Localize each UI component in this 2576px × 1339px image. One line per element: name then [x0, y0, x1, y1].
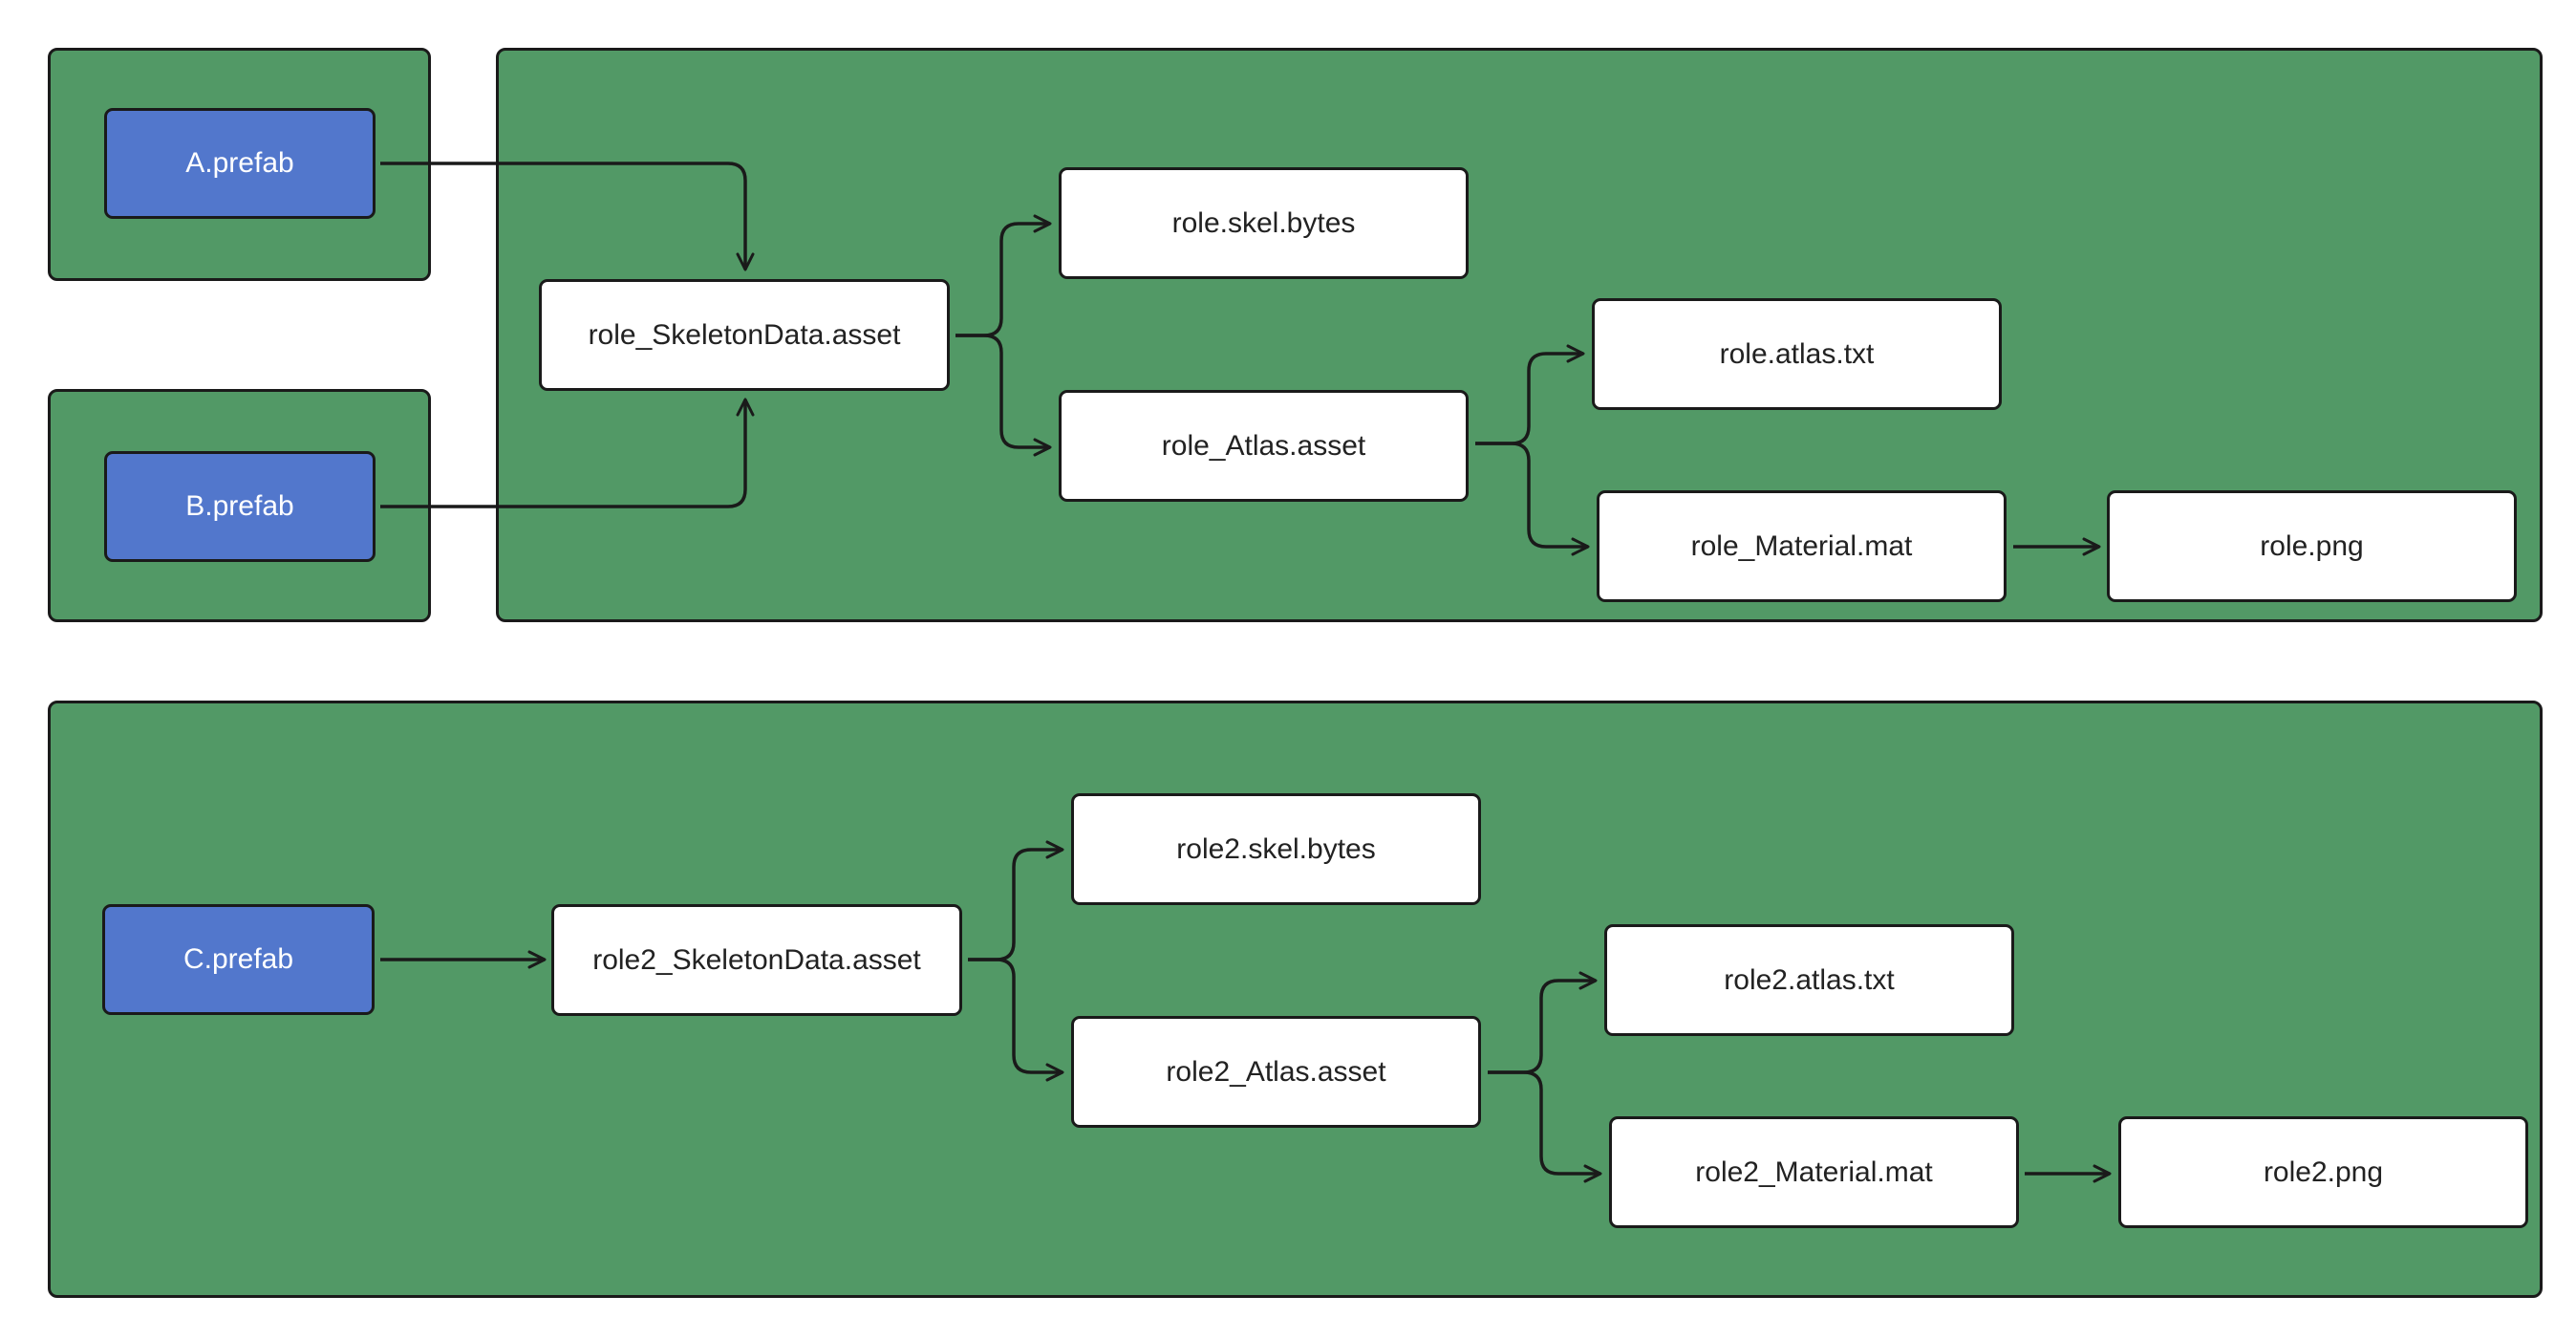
edge-role2-skeletondata-to-skel-bytes — [968, 840, 1064, 961]
role2-skeletondata-node[interactable]: role2_SkeletonData.asset — [551, 904, 962, 1016]
role-skel-bytes-node[interactable]: role.skel.bytes — [1059, 167, 1469, 279]
role-atlas-asset-node[interactable]: role_Atlas.asset — [1059, 390, 1469, 502]
role-material-node[interactable]: role_Material.mat — [1597, 490, 2007, 602]
role-skeletondata-node[interactable]: role_SkeletonData.asset — [539, 279, 950, 391]
edge-role2-atlas-asset-to-atlas-txt — [1488, 971, 1598, 1074]
role2-atlas-asset-node[interactable]: role2_Atlas.asset — [1071, 1016, 1481, 1128]
role2-png-node[interactable]: role2.png — [2118, 1116, 2528, 1228]
b-prefab-node[interactable]: B.prefab — [104, 451, 376, 562]
c-prefab-node[interactable]: C.prefab — [102, 904, 375, 1015]
role2-atlas-txt-node[interactable]: role2.atlas.txt — [1604, 924, 2014, 1036]
edge-b-prefab-to-role-skeletondata — [380, 398, 755, 508]
role-png-node[interactable]: role.png — [2107, 490, 2517, 602]
edge-role2-atlas-asset-to-material — [1488, 1070, 1602, 1183]
edge-role-atlas-asset-to-material — [1475, 442, 1590, 556]
edge-role-atlas-asset-to-atlas-txt — [1475, 344, 1585, 445]
edge-role2-skeletondata-to-atlas-asset — [968, 958, 1064, 1082]
a-prefab-node[interactable]: A.prefab — [104, 108, 376, 219]
role2-skel-bytes-node[interactable]: role2.skel.bytes — [1071, 793, 1481, 905]
role-atlas-txt-node[interactable]: role.atlas.txt — [1592, 298, 2002, 410]
edge-role-skeletondata-to-atlas-asset — [955, 334, 1052, 457]
edge-a-prefab-to-role-skeletondata — [380, 162, 755, 271]
edge-role-skeletondata-to-skel-bytes — [955, 214, 1052, 337]
role2-material-node[interactable]: role2_Material.mat — [1609, 1116, 2019, 1228]
